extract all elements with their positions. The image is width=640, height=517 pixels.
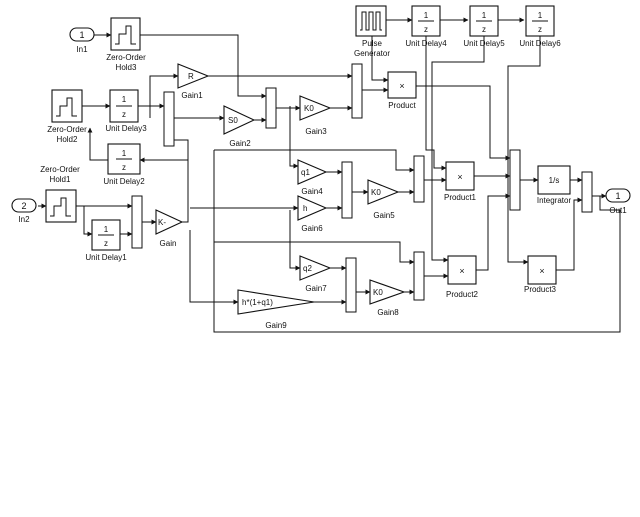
gain1[interactable]: R Gain1 [177, 63, 210, 100]
svg-text:Out1: Out1 [609, 206, 627, 215]
svg-text:Product: Product [388, 101, 416, 110]
svg-text:Product3: Product3 [524, 285, 557, 294]
svg-text:Gain7: Gain7 [305, 284, 327, 293]
svg-text:Product2: Product2 [446, 290, 479, 299]
signal-lines [38, 17, 621, 333]
svg-text:×: × [457, 172, 462, 182]
svg-text:z: z [122, 110, 126, 119]
svg-text:h*(1+q1): h*(1+q1) [242, 298, 273, 307]
unit-delay3[interactable]: 1 z Unit Delay3 [105, 89, 147, 133]
svg-text:1: 1 [79, 30, 84, 40]
svg-text:1: 1 [538, 11, 543, 20]
svg-text:Unit Delay3: Unit Delay3 [105, 124, 147, 133]
unit-delay5[interactable]: 1 z Unit Delay5 [463, 5, 505, 48]
outport-out1[interactable]: 1 Out1 [605, 188, 631, 215]
gain5[interactable]: K0 Gain5 [367, 179, 400, 220]
gain7[interactable]: q2 Gain7 [299, 255, 332, 293]
svg-text:Product1: Product1 [444, 193, 477, 202]
svg-text:Gain5: Gain5 [373, 211, 395, 220]
svg-text:Gain2: Gain2 [229, 139, 251, 148]
gain9[interactable]: h*(1+q1) Gain9 [237, 289, 315, 330]
svg-text:Unit Delay1: Unit Delay1 [85, 253, 127, 262]
svg-text:1: 1 [122, 149, 127, 158]
sum-blocks[interactable] [131, 63, 593, 313]
svg-text:In2: In2 [18, 215, 30, 224]
product[interactable]: × Product [387, 71, 417, 110]
gain6[interactable]: h Gain6 [297, 195, 328, 233]
svg-text:×: × [459, 266, 464, 276]
svg-text:q2: q2 [303, 264, 312, 273]
svg-text:z: z [538, 25, 542, 34]
gain[interactable]: K- Gain [155, 209, 184, 248]
svg-text:Unit Delay6: Unit Delay6 [519, 39, 561, 48]
gain3[interactable]: K0 Gain3 [299, 95, 332, 136]
unit-delay1[interactable]: 1 z Unit Delay1 [85, 219, 127, 262]
unit-delay4[interactable]: 1 z Unit Delay4 [405, 5, 447, 48]
svg-text:z: z [482, 25, 486, 34]
svg-text:1: 1 [104, 225, 109, 234]
svg-text:1/s: 1/s [549, 176, 560, 185]
svg-text:Gain4: Gain4 [301, 187, 323, 196]
svg-text:In1: In1 [76, 45, 88, 54]
svg-text:q1: q1 [301, 168, 310, 177]
svg-text:h: h [303, 204, 307, 213]
inport-in1[interactable]: 1 In1 [69, 27, 95, 54]
gain8[interactable]: K0 Gain8 [369, 279, 406, 317]
svg-text:Gain1: Gain1 [181, 91, 203, 100]
svg-text:Gain6: Gain6 [301, 224, 323, 233]
svg-text:1: 1 [122, 95, 127, 104]
integrator[interactable]: 1/s Integrator [537, 165, 572, 205]
svg-text:1: 1 [424, 11, 429, 20]
svg-text:2: 2 [21, 201, 26, 211]
svg-text:z: z [104, 239, 108, 248]
svg-text:×: × [539, 266, 544, 276]
product1[interactable]: × Product1 [444, 161, 477, 202]
svg-text:Unit Delay5: Unit Delay5 [463, 39, 505, 48]
svg-text:z: z [424, 25, 428, 34]
product3[interactable]: × Product3 [524, 255, 557, 294]
svg-text:Unit Delay4: Unit Delay4 [405, 39, 447, 48]
gain2[interactable]: S0 Gain2 [223, 105, 256, 148]
svg-text:Gain: Gain [160, 239, 177, 248]
svg-text:Gain3: Gain3 [305, 127, 327, 136]
svg-text:K0: K0 [304, 104, 314, 113]
svg-text:Gain8: Gain8 [377, 308, 399, 317]
svg-text:×: × [399, 81, 404, 91]
svg-text:1: 1 [482, 11, 487, 20]
svg-text:S0: S0 [228, 116, 238, 125]
product2[interactable]: × Product2 [446, 255, 479, 299]
svg-text:z: z [122, 163, 126, 172]
gain4[interactable]: q1 Gain4 [297, 159, 328, 196]
svg-text:Gain9: Gain9 [265, 321, 287, 330]
svg-text:R: R [188, 72, 194, 81]
svg-text:K0: K0 [371, 188, 381, 197]
svg-text:Unit Delay2: Unit Delay2 [103, 177, 145, 186]
unit-delay6[interactable]: 1 z Unit Delay6 [519, 5, 561, 48]
inport-in2[interactable]: 2 In2 [11, 198, 37, 224]
svg-text:Integrator: Integrator [537, 196, 572, 205]
svg-text:K-: K- [158, 218, 166, 227]
svg-text:K0: K0 [373, 288, 383, 297]
unit-delay2[interactable]: 1 z Unit Delay2 [103, 143, 145, 186]
svg-text:1: 1 [615, 191, 620, 201]
